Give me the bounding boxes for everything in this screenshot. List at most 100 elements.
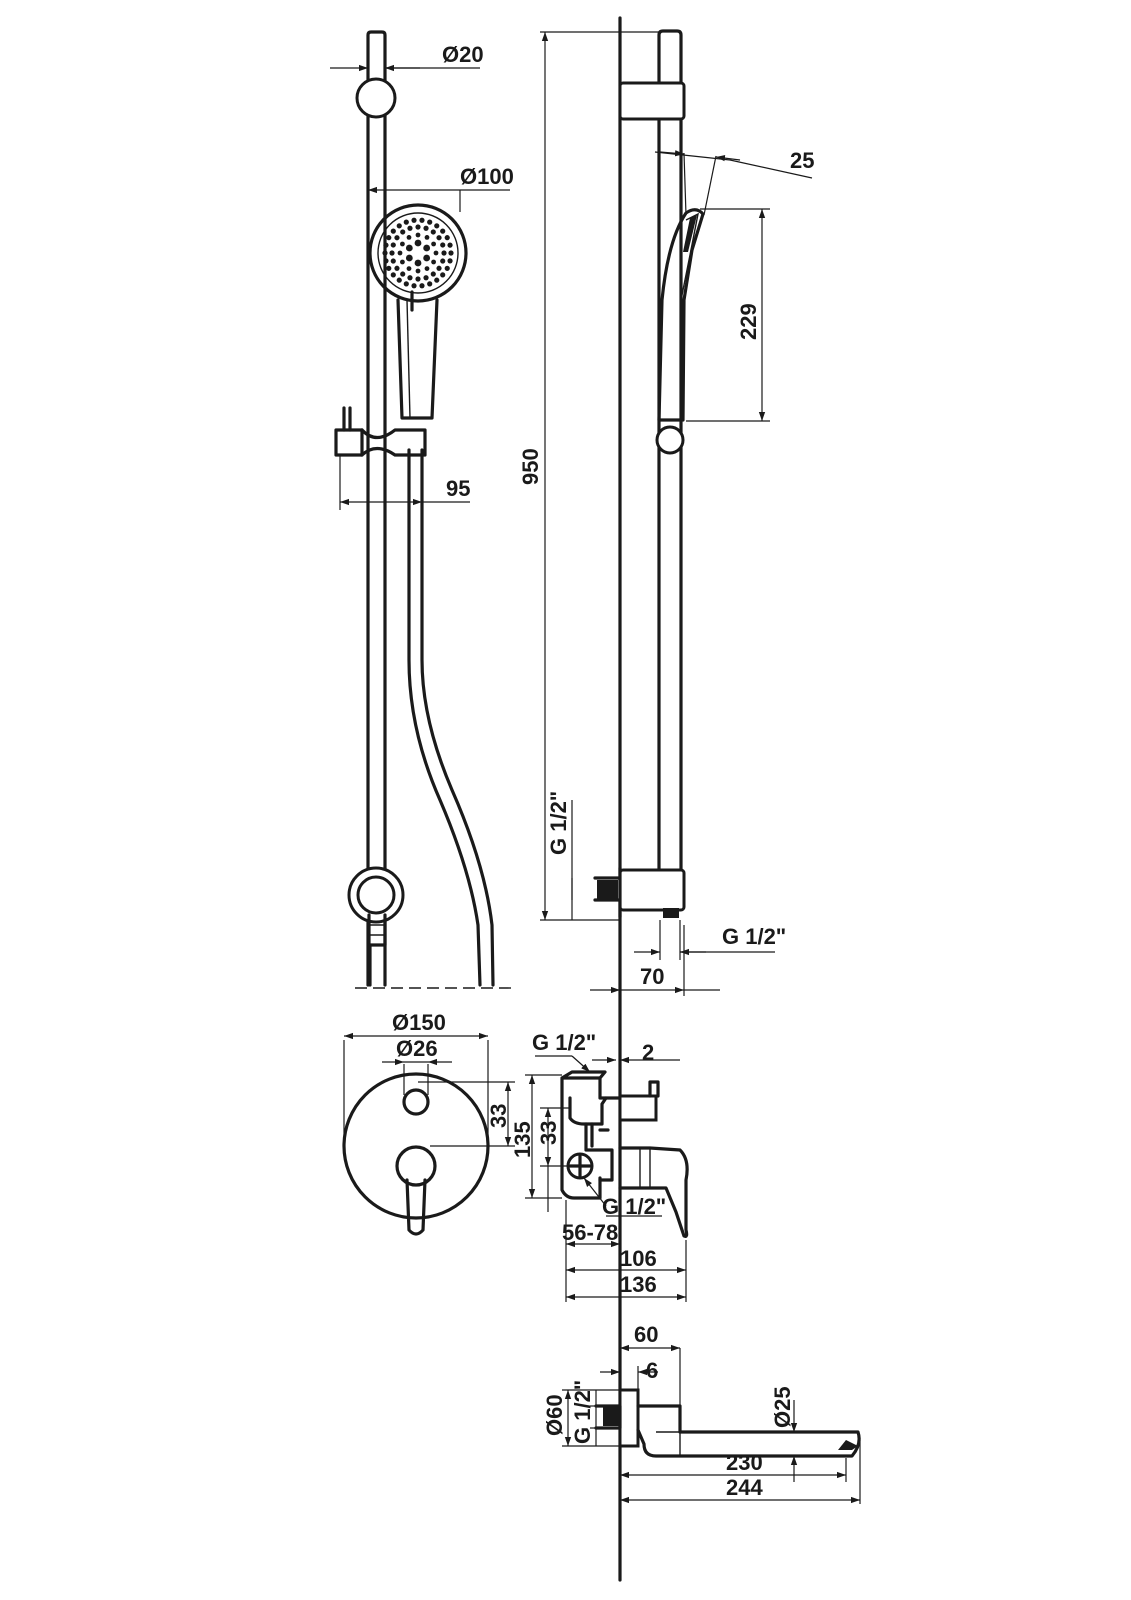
nozzle-center-dot — [414, 239, 422, 247]
bar-height-label: 950 — [518, 448, 543, 485]
slide-bar — [366, 30, 387, 987]
nozzle-dot — [440, 272, 446, 278]
side-inlet-thread — [597, 880, 618, 899]
nozzle-dot — [431, 241, 436, 247]
nozzle-center-dot — [423, 244, 431, 252]
nozzle-dot — [400, 229, 406, 235]
top-wall-bracket — [355, 77, 397, 119]
nozzle-dot — [383, 258, 389, 264]
nozzle-center-dot — [405, 244, 413, 252]
handset-holder — [360, 428, 427, 457]
nozzle-dot — [390, 228, 396, 234]
nozzle-dot — [389, 250, 395, 256]
spout-aerator — [838, 1440, 858, 1450]
inlet-thread-label: G 1/2" — [546, 791, 571, 855]
lever-hub — [395, 1145, 437, 1187]
nozzle-dot — [390, 242, 396, 248]
spout-reach-230-label: 230 — [726, 1450, 763, 1475]
handset-head — [368, 203, 468, 303]
spout-dimensions: 60 6 Ø60 G 1/2" Ø25 230 244 — [542, 1322, 861, 1504]
nozzle-dot — [430, 271, 436, 277]
mixer-front-dimensions: Ø150 Ø26 33 — [343, 1010, 515, 1150]
mixer-body-lines — [584, 1122, 614, 1182]
side-thread-label: G 1/2" — [602, 1194, 666, 1219]
bar-diameter-label: Ø20 — [442, 42, 484, 67]
front-dimensions: Ø20 Ø100 95 — [330, 42, 514, 510]
nozzle-dot — [406, 235, 412, 240]
handset-nozzles — [382, 217, 454, 289]
nozzle-dot — [436, 265, 442, 271]
side-inlet-stub — [593, 866, 622, 919]
hose — [407, 448, 482, 987]
head-tilt-label: 25 — [790, 148, 814, 173]
nozzle-center-dot — [414, 259, 422, 267]
nozzle-dot — [419, 283, 425, 289]
nozzle-dot — [447, 242, 453, 248]
nozzle-dot — [440, 242, 446, 248]
side-lever — [618, 1146, 689, 1238]
nozzle-dot — [396, 277, 402, 283]
spout-diameter-label: Ø25 — [770, 1386, 795, 1428]
nozzle-dot — [423, 225, 429, 231]
handset-face — [377, 212, 459, 294]
mixer-cartridge — [568, 1096, 608, 1126]
nozzle-dot — [430, 229, 436, 235]
spout-inlet-stub — [594, 1404, 622, 1430]
nozzle-dot — [411, 283, 417, 289]
nozzle-dot — [396, 223, 402, 229]
knob-offset-front-label: 33 — [486, 1104, 511, 1128]
side-slide-bar — [657, 29, 683, 907]
gap-label: 2 — [642, 1040, 654, 1065]
nozzle-dot — [411, 217, 417, 223]
holder-knob — [342, 406, 352, 432]
nozzle-dot — [403, 281, 409, 287]
mixer-front-view — [342, 1072, 490, 1236]
outlet-thread-label: G 1/2" — [722, 924, 786, 949]
nozzle-dot — [415, 268, 421, 274]
diverter-knob — [402, 1088, 430, 1116]
nozzle-dot — [433, 250, 439, 256]
spout-inner-line — [656, 1406, 681, 1456]
spout-flange — [618, 1388, 640, 1448]
mixer-housing — [560, 1070, 622, 1200]
nozzle-dot — [390, 258, 396, 264]
nozzle-dot — [444, 265, 450, 271]
hose-inner — [420, 448, 495, 987]
nozzle-dot — [386, 265, 392, 271]
nozzle-dot — [423, 275, 429, 281]
side-top-bracket — [618, 81, 686, 121]
spout-base-label: 60 — [634, 1322, 658, 1347]
front-view-shower-rail — [334, 30, 515, 989]
nozzle-dot — [427, 219, 433, 225]
spout-inlet-thread — [603, 1406, 619, 1426]
handset-handle-line — [406, 299, 411, 419]
nozzle-dot — [440, 258, 446, 264]
side-outlet-thread — [663, 908, 679, 918]
side-view-shower-rail — [593, 16, 705, 1582]
nozzle-dot — [400, 271, 406, 277]
nozzle-dot — [407, 275, 413, 281]
spout-body — [636, 1404, 861, 1458]
side-handset-nozzle-strip — [683, 215, 697, 252]
nozzle-dot — [436, 235, 442, 241]
spout-side-view — [594, 1388, 861, 1458]
mixer-side-view — [560, 1070, 689, 1238]
knob-offset-side-label: 33 — [536, 1121, 561, 1145]
nozzle-dot — [415, 224, 421, 230]
nozzle-dot — [431, 259, 436, 265]
nozzle-center-dot — [405, 254, 413, 262]
hose-outlet-connector — [367, 913, 387, 947]
nozzle-dot — [390, 272, 396, 278]
nozzle-dot — [407, 225, 413, 231]
wall-offset-label: 70 — [640, 964, 664, 989]
nozzle-dot — [406, 266, 412, 271]
nozzle-dot — [444, 235, 450, 241]
handset-handle — [396, 298, 439, 420]
nozzle-dot — [394, 235, 400, 241]
side-handset-face — [680, 212, 699, 301]
nozzle-dot — [447, 258, 453, 264]
nozzle-dot — [448, 250, 454, 256]
spout-flange-label: Ø60 — [542, 1394, 567, 1436]
nozzle-dot — [419, 217, 425, 223]
